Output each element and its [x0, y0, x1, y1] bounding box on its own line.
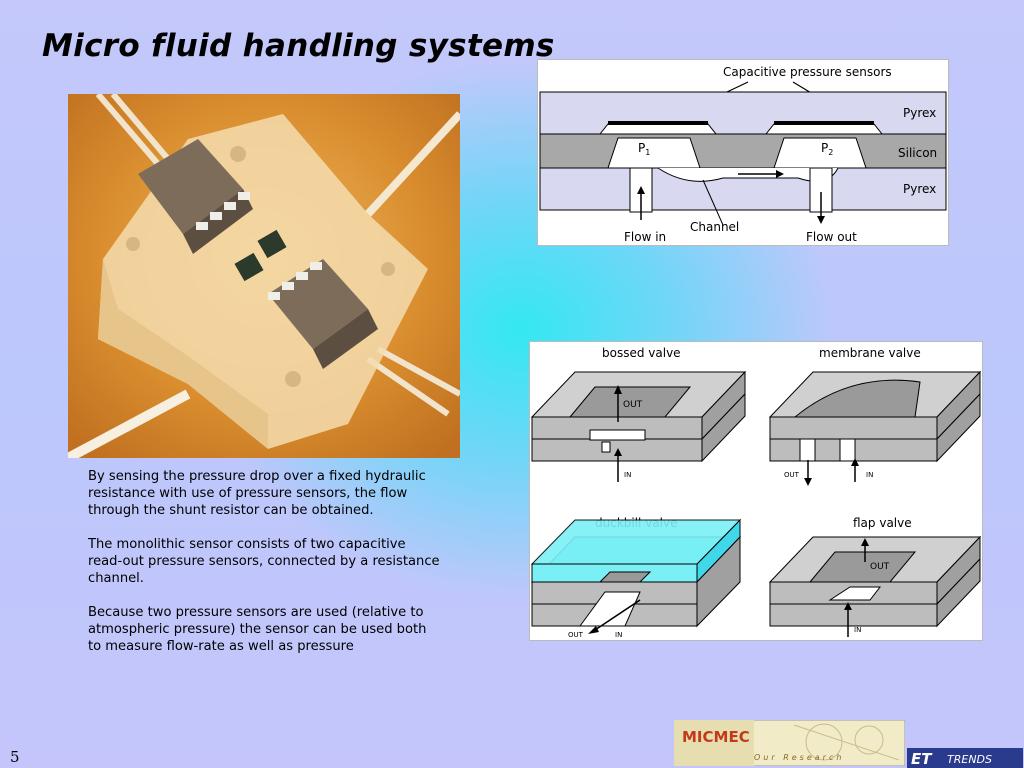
micmec-logo-text: MICMEC	[682, 728, 750, 746]
silicon-label: Silicon	[898, 146, 937, 160]
pyrex-bottom-label: Pyrex	[903, 182, 936, 196]
paragraph-two-sensors: Because two pressure sensors are used (r…	[88, 605, 427, 654]
flow-out-label: Flow out	[806, 230, 857, 244]
membrane-out-label: OUT	[784, 471, 800, 479]
paragraph-monolithic-sensor: The monolithic sensor consists of two ca…	[88, 537, 440, 586]
duckbill-out-label: OUT	[568, 631, 584, 639]
bossed-out-label: OUT	[623, 400, 643, 410]
device-photo	[68, 94, 460, 458]
et-logo-text: ET	[911, 750, 933, 768]
ettrends-logo: ET TRENDS	[907, 748, 1023, 768]
pyrex-top-label: Pyrex	[903, 106, 936, 120]
trends-logo-text: TRENDS	[947, 753, 992, 766]
slide-number: 5	[10, 748, 20, 766]
p2-label: P2	[821, 141, 833, 157]
membrane-valve-label: membrane valve	[819, 346, 921, 360]
flap-in-label: IN	[854, 626, 861, 634]
slide-title: Micro fluid handling systems	[42, 28, 555, 64]
bossed-valve-label: bossed valve	[602, 346, 681, 360]
micmec-logo: MICMEC Our Research	[674, 720, 905, 766]
flap-out-label: OUT	[870, 562, 890, 572]
description-text: By sensing the pressure drop over a fixe…	[88, 468, 440, 672]
paragraph-pressure-drop: By sensing the pressure drop over a fixe…	[88, 469, 426, 518]
flap-valve-drawing: OUT IN	[768, 535, 982, 637]
p1-label: P1	[638, 141, 650, 157]
bossed-in-label: IN	[624, 471, 631, 479]
membrane-valve-drawing: OUT IN	[768, 370, 982, 486]
bossed-valve-drawing: OUT IN	[530, 370, 747, 482]
valve-types-diagram: bossed valve membrane valve duckbill val…	[529, 341, 983, 641]
membrane-in-label: IN	[866, 471, 873, 479]
pressure-sensor-cross-section: Capacitive pressure sensors P1 P2 Pyrex …	[537, 59, 949, 246]
duckbill-valve-drawing: OUT IN	[530, 518, 742, 639]
capacitive-sensors-label: Capacitive pressure sensors	[723, 65, 892, 79]
channel-label: Channel	[690, 220, 739, 234]
micmec-tagline: Our Research	[754, 753, 844, 762]
duckbill-in-label: IN	[615, 631, 622, 639]
flap-valve-label: flap valve	[853, 516, 912, 530]
flow-in-label: Flow in	[624, 230, 666, 244]
